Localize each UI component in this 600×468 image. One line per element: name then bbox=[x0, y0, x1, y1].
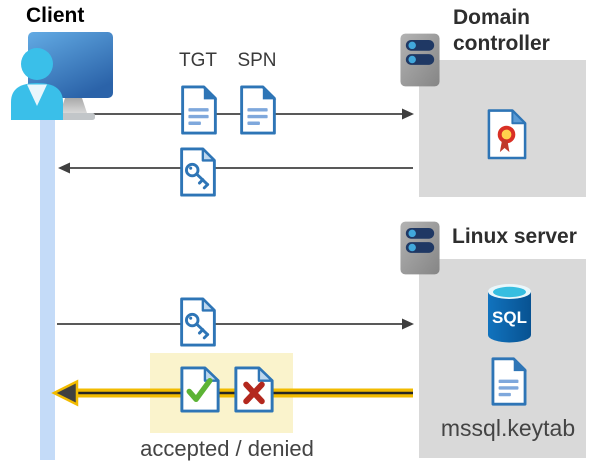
monitor-icon bbox=[28, 32, 113, 98]
spn-label: SPN bbox=[237, 50, 277, 71]
key-ticket-document-icon bbox=[177, 296, 219, 348]
client-workstation-icon bbox=[6, 30, 118, 122]
certificate-seal bbox=[497, 125, 516, 144]
linux-server-icon bbox=[399, 220, 441, 276]
client-lifeline bbox=[40, 84, 55, 460]
keytab-filename: mssql.keytab bbox=[440, 415, 576, 441]
denied-cross-document-icon bbox=[232, 365, 276, 414]
domain-controller-server-icon bbox=[399, 32, 441, 88]
sql-text: SQL bbox=[492, 308, 527, 327]
key-ticket-document-icon bbox=[177, 146, 219, 198]
tgt-label: TGT bbox=[179, 50, 217, 71]
accepted-check-document-icon bbox=[178, 365, 222, 414]
key-glyph bbox=[185, 312, 210, 340]
person-head bbox=[21, 48, 53, 80]
domain-controller-title: Domain controller bbox=[453, 6, 550, 55]
arrowhead-right-dc bbox=[402, 108, 414, 120]
spn-document-icon bbox=[237, 84, 279, 136]
certificate-ribbon bbox=[499, 139, 510, 153]
linux-server-title: Linux server bbox=[452, 225, 577, 248]
arrowhead-left-result bbox=[51, 379, 79, 407]
certificate-document-icon bbox=[485, 108, 529, 161]
result-caption: accepted / denied bbox=[140, 436, 314, 461]
sql-database-icon: SQL bbox=[486, 282, 533, 345]
monitor-stand bbox=[60, 98, 87, 113]
client-title: Client bbox=[26, 4, 85, 27]
tgt-document-icon bbox=[178, 84, 220, 136]
arrowhead-right-linux bbox=[402, 318, 414, 330]
arrowhead-left-client bbox=[58, 162, 70, 174]
keytab-file-icon bbox=[487, 356, 531, 407]
